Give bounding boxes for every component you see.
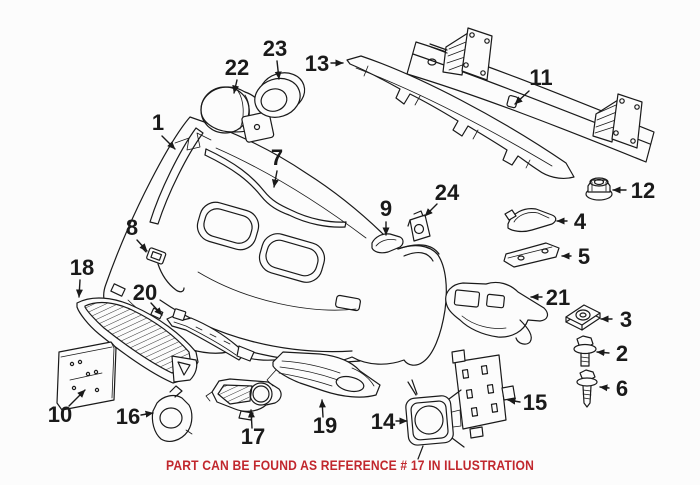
flange-nut-drawing (585, 177, 613, 201)
callout-9-label: 9 (380, 196, 392, 221)
callout-23-label: 23 (263, 36, 287, 61)
callout-24: 24 (424, 180, 460, 217)
callout-9: 9 (380, 196, 392, 236)
callout-22: 22 (225, 55, 249, 94)
callout-12: 12 (612, 178, 655, 203)
caption-text: PART CAN BE FOUND AS REFERENCE # 17 IN I… (166, 457, 534, 473)
center-grille-drawing (76, 297, 199, 384)
sensor-ring-drawing (254, 72, 306, 118)
callout-3: 3 (600, 307, 632, 332)
cage-nut-drawing (565, 304, 601, 331)
callout-4: 4 (556, 209, 587, 234)
callout-11-arrow (514, 90, 530, 105)
callout-22-arrow (232, 79, 240, 94)
callout-19: 19 (313, 399, 337, 438)
callout-12-label: 12 (631, 178, 655, 203)
seal-strip-drawing (204, 148, 347, 228)
fog-cover-drawing (151, 385, 193, 442)
washer-cover-drawing (371, 233, 404, 254)
radar-sensor-drawing (405, 379, 465, 460)
callout-2-arrow (596, 349, 610, 357)
support-bracket-upper-drawing (504, 208, 557, 233)
callout-23-arrow (274, 60, 282, 80)
callout-16: 16 (116, 404, 154, 429)
callout-24-arrow (424, 203, 438, 217)
callout-11: 11 (514, 65, 553, 105)
callout-2: 2 (596, 341, 628, 366)
callout-18-arrow (75, 279, 83, 298)
callout-2-label: 2 (616, 341, 628, 366)
screw-drawing (576, 369, 598, 408)
callout-8-arrow (136, 239, 148, 252)
callout-15-label: 15 (523, 390, 547, 415)
air-duct-drawing (445, 281, 549, 345)
callout-18-label: 18 (70, 255, 94, 280)
callout-17-label: 17 (241, 424, 265, 449)
pdc-sensor-drawing (200, 86, 275, 143)
callout-21-label: 21 (546, 285, 570, 310)
callout-18: 18 (70, 255, 94, 298)
callout-21: 21 (530, 285, 570, 310)
hex-bolt-drawing (573, 335, 597, 367)
callout-10-arrow (68, 389, 86, 407)
callout-6-arrow (599, 384, 610, 392)
small-bracket-drawing (407, 210, 431, 242)
callout-23: 23 (263, 36, 287, 80)
callout-10-label: 10 (48, 402, 72, 427)
callout-6: 6 (599, 376, 628, 401)
callout-1: 1 (152, 110, 176, 150)
callout-4-label: 4 (574, 209, 587, 234)
callout-14-label: 14 (371, 409, 396, 434)
callout-11-label: 11 (529, 65, 552, 90)
callout-22-label: 22 (225, 55, 249, 80)
fog-grille-drawing (205, 378, 282, 421)
callout-8-label: 8 (126, 215, 138, 240)
callout-19-arrow (318, 399, 326, 418)
callout-13: 13 (305, 51, 344, 76)
license-plate-base-drawing (56, 341, 117, 411)
impact-absorber-drawing (346, 55, 575, 180)
callout-19-label: 19 (313, 413, 337, 438)
callout-7: 7 (271, 145, 283, 188)
callout-15-arrow (507, 397, 521, 405)
callout-17: 17 (241, 409, 265, 449)
callout-17-arrow (247, 409, 255, 429)
callout-3-label: 3 (620, 307, 632, 332)
sensor-mount-plate-drawing (451, 349, 516, 439)
callout-16-arrow (140, 410, 154, 418)
callout-8: 8 (126, 215, 148, 252)
callout-20-label: 20 (133, 280, 157, 305)
callout-13-label: 13 (305, 51, 329, 76)
callout-1-label: 1 (152, 110, 164, 135)
callout-14: 14 (371, 409, 408, 434)
callout-7-label: 7 (271, 145, 283, 170)
callout-20: 20 (133, 280, 163, 316)
callout-24-label: 24 (435, 180, 460, 205)
callout-15: 15 (507, 390, 547, 415)
support-bracket-lower-drawing (503, 242, 560, 268)
callout-20-arrow (150, 302, 163, 316)
side-grille-drawing (266, 351, 381, 398)
callout-10: 10 (48, 389, 86, 427)
callout-1-arrow (161, 135, 176, 150)
reinforcement-beam-drawing (406, 27, 655, 163)
callout-5-label: 5 (578, 244, 590, 269)
callout-6-label: 6 (616, 376, 628, 401)
callout-16-label: 16 (116, 404, 140, 429)
callout-7-arrow (271, 170, 279, 188)
callout-5: 5 (561, 244, 590, 269)
lower-strip-drawing (166, 308, 255, 362)
